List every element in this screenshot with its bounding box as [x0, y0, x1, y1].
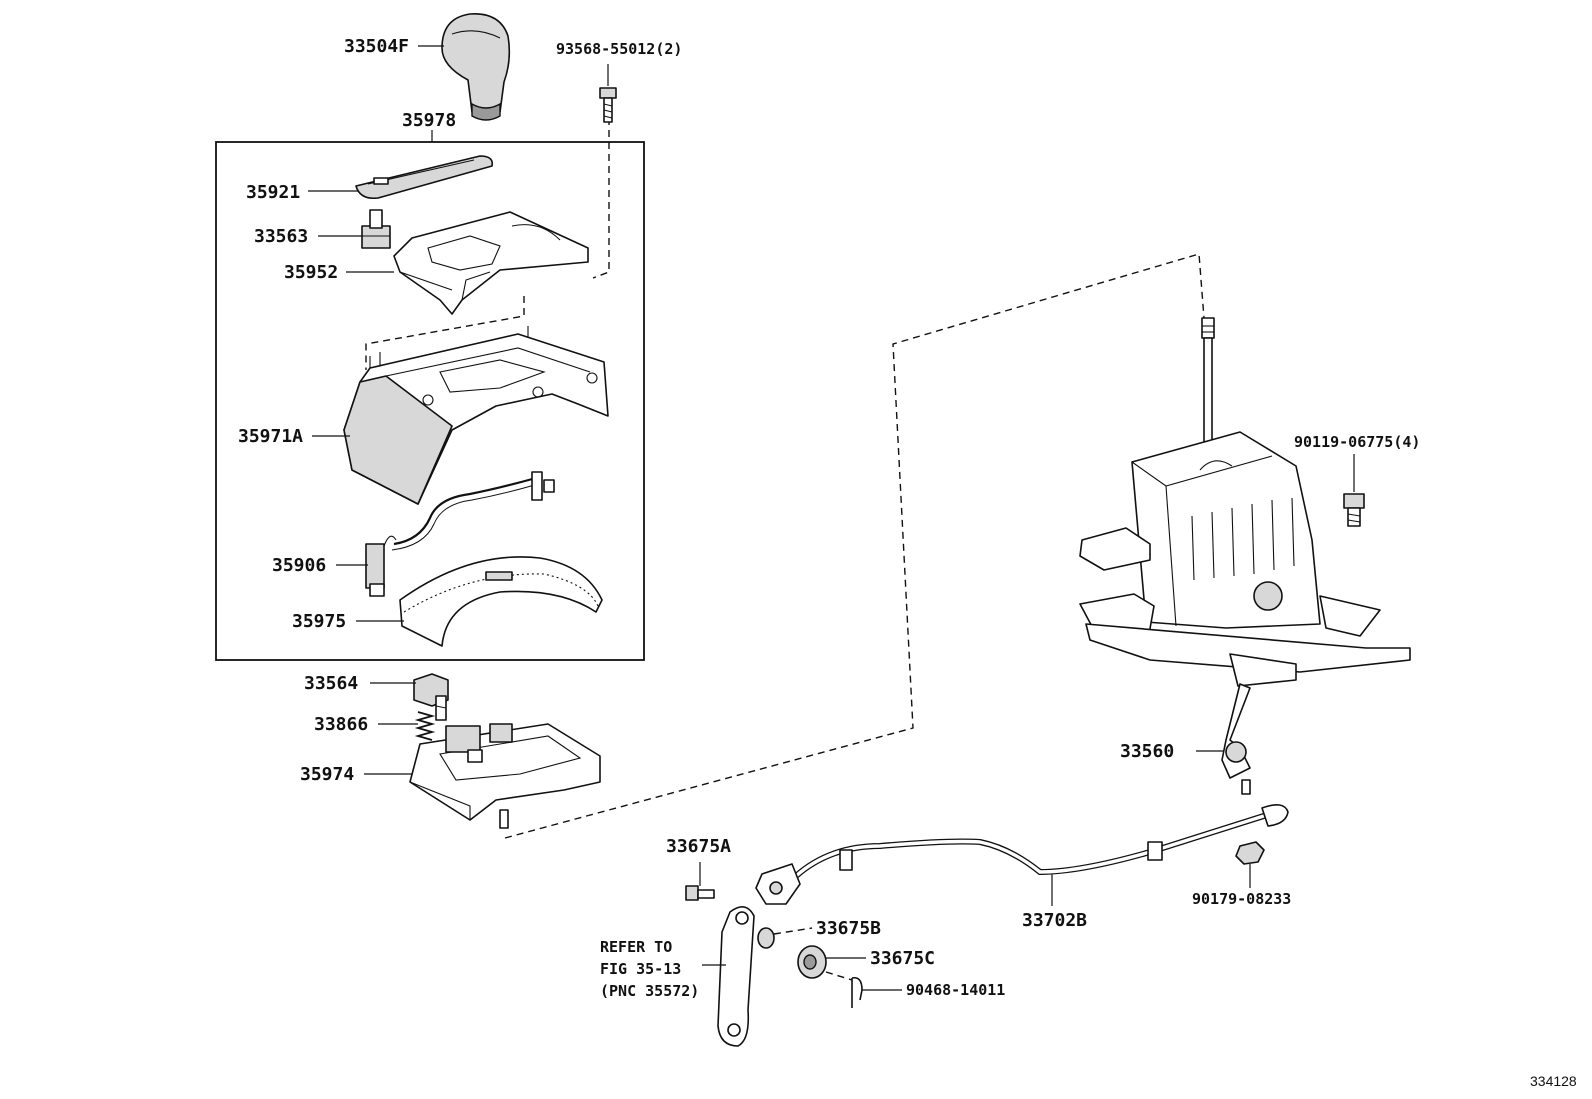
bushing-33675b-part[interactable]: [757, 927, 775, 949]
pin-33675a-part[interactable]: [685, 885, 715, 901]
label-90119-06775: 90119-06775(4): [1294, 433, 1420, 451]
nut-90179-part[interactable]: [1235, 841, 1265, 865]
label-33702B: 33702B: [1022, 910, 1087, 931]
shift-link-part[interactable]: [717, 906, 755, 1047]
assembly-group-box: [215, 141, 645, 661]
label-35921: 35921: [246, 182, 300, 203]
label-33675B: 33675B: [816, 918, 881, 939]
label-33675C: 33675C: [870, 948, 935, 969]
clip-90468-part[interactable]: [851, 976, 863, 1008]
alignment-line-bolt: [592, 118, 610, 279]
alignment-line-housing: [365, 296, 525, 370]
label-33564: 33564: [304, 673, 358, 694]
bushing-33675c-part[interactable]: [797, 945, 827, 979]
position-indicator-housing-part[interactable]: [393, 211, 589, 315]
shift-knob-part[interactable]: [441, 13, 511, 121]
figure-id: 334128: [1530, 1073, 1577, 1089]
label-90468-14011: 90468-14011: [906, 981, 1005, 999]
label-35971A: 35971A: [238, 426, 303, 447]
reference-note-line2: FIG 35-13: [600, 960, 681, 978]
label-35978: 35978: [402, 110, 456, 131]
screw-93568-part[interactable]: [599, 87, 617, 123]
label-33504F: 33504F: [344, 36, 409, 57]
shift-lever-assembly-part[interactable]: [1079, 317, 1411, 795]
label-35975: 35975: [292, 611, 346, 632]
wire-harness-part[interactable]: [365, 471, 555, 597]
label-35906: 35906: [272, 555, 326, 576]
alignment-line-shaft: [504, 253, 1205, 839]
label-33866: 33866: [314, 714, 368, 735]
label-93568-55012: 93568-55012(2): [556, 40, 682, 58]
label-33560: 33560: [1120, 741, 1174, 762]
shift-bezel-part[interactable]: [399, 556, 603, 647]
reference-note-line1: REFER TO: [600, 938, 672, 956]
shift-cable-part[interactable]: [755, 804, 1289, 905]
lock-block-part[interactable]: [413, 673, 449, 721]
console-upper-panel-part[interactable]: [343, 326, 609, 505]
label-33675A: 33675A: [666, 836, 731, 857]
switch-33563-part[interactable]: [361, 209, 391, 249]
label-35974: 35974: [300, 764, 354, 785]
indicator-plate-part[interactable]: [355, 155, 494, 200]
spring-part[interactable]: [414, 711, 436, 741]
bolt-90119-part[interactable]: [1343, 493, 1365, 527]
label-33563: 33563: [254, 226, 308, 247]
reference-note-line3: (PNC 35572): [600, 982, 699, 1000]
shift-lever-base-part[interactable]: [409, 723, 601, 829]
label-90179-08233: 90179-08233: [1192, 890, 1291, 908]
label-35952: 35952: [284, 262, 338, 283]
